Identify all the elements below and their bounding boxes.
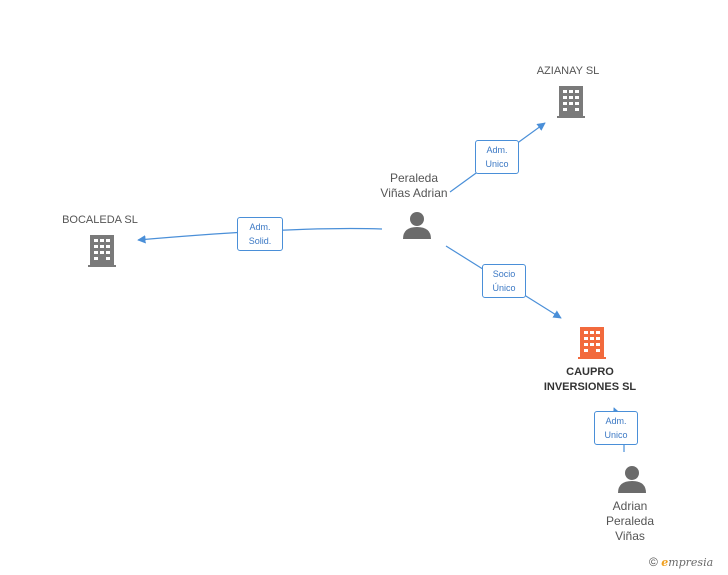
person-icon[interactable]: [403, 212, 431, 239]
node-label-peraleda[interactable]: Peraleda Viñas Adrian: [380, 171, 448, 200]
copyright-icon: ©: [649, 555, 658, 569]
edge-label-socio-unico: Socio Único: [482, 264, 526, 298]
footer-brand: © empresia: [649, 555, 713, 569]
building-icon[interactable]: [557, 86, 585, 118]
person-icon[interactable]: [618, 466, 646, 493]
edge-label-adm-unico-2: Adm. Unico: [594, 411, 638, 445]
node-label-azianay[interactable]: AZIANAY SL: [536, 65, 600, 77]
node-label-caupro[interactable]: CAUPRO INVERSIONES SL: [543, 366, 637, 393]
empresia-logo: empresia: [661, 556, 714, 569]
node-label-adrian[interactable]: Adrian Peraleda Viñas: [605, 499, 655, 543]
building-icon[interactable]: [88, 235, 116, 267]
edge-label-adm-solid: Adm. Solid.: [237, 217, 283, 251]
node-label-bocaleda[interactable]: BOCALEDA SL: [62, 214, 138, 226]
building-icon[interactable]: [578, 327, 606, 359]
edge-label-adm-unico: Adm. Unico: [475, 140, 519, 174]
